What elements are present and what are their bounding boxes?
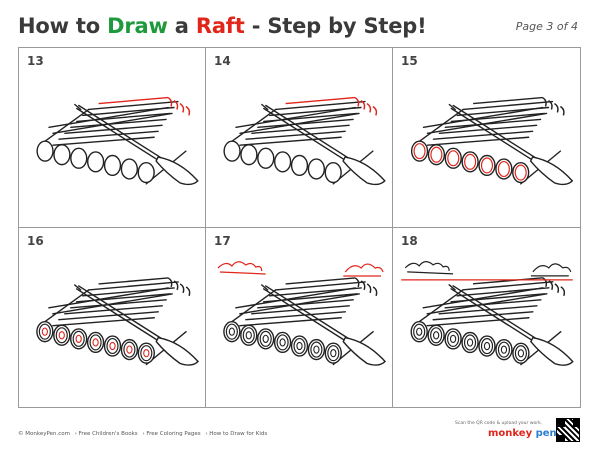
title-text-2: a (167, 14, 196, 38)
page-title: How to Draw a Raft - Step by Step! (18, 14, 427, 38)
step-14: 14 (206, 48, 393, 228)
step-16: 16 (19, 227, 206, 407)
step-number: 16 (27, 233, 44, 248)
title-text-3: - Step by Step! (244, 14, 427, 38)
footer-link-coloring[interactable]: › Free Coloring Pages (142, 431, 201, 437)
steps-grid: 13 14 15 16 17 18 (18, 47, 581, 408)
raft-drawing-13 (36, 96, 199, 186)
step-number: 18 (401, 233, 418, 248)
upload-note: Scan the QR code & upload your work. (455, 421, 543, 426)
step-number: 15 (401, 54, 418, 68)
raft-drawing-15 (410, 96, 574, 186)
title-draw: Draw (107, 14, 168, 38)
footer-link-draw[interactable]: › How to Draw for Kids (205, 431, 268, 437)
raft-drawing-17 (217, 260, 386, 366)
step-17: 17 (206, 227, 393, 407)
raft-drawing-14 (223, 96, 386, 186)
step-18: 18 (393, 228, 580, 408)
step-number: 17 (214, 233, 231, 248)
title-raft: Raft (195, 14, 245, 38)
footer-links: © MonkeyPen.com › Free Children's Books … (18, 431, 270, 437)
footer-link-books[interactable]: › Free Children's Books (74, 431, 138, 437)
title-text-1: How to (18, 14, 108, 38)
raft-drawing-18 (401, 260, 574, 366)
brand-logo-part1: monkey (488, 428, 533, 439)
qr-code-icon (556, 418, 580, 442)
step-number: 14 (214, 54, 231, 68)
footer-copyright: © MonkeyPen.com (18, 431, 70, 437)
brand-logo-part2: pen (532, 428, 557, 439)
brand-logo: monkey pen (488, 428, 557, 439)
step-15: 15 (393, 48, 580, 228)
raft-drawing-16 (36, 276, 199, 366)
step-13: 13 (19, 48, 206, 228)
page-number: Page 3 of 4 (515, 20, 578, 33)
step-number: 13 (27, 54, 44, 68)
